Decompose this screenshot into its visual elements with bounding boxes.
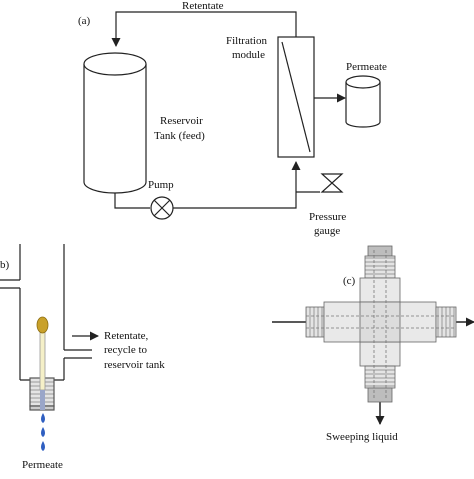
filtration-label-line2: module [232,49,265,61]
hollow-fiber [39,327,46,391]
fiber-tip [36,316,49,334]
reservoir-tank [83,52,147,194]
pump-label: Pump [148,179,174,191]
retentate-recycle-line2: recycle to [104,344,148,356]
permeate-tank [345,75,381,128]
reservoir-label-line1: Reservoir [160,115,203,127]
retentate-line [111,11,297,47]
panel-b-label: b) [0,259,10,271]
panel-a-labels: (a) Retentate Filtration module Permeate… [78,0,387,237]
panel-a [83,11,381,220]
pressure-gauge-symbol [320,173,344,193]
pressure-label-line1: Pressure [309,211,346,223]
retentate-recycle-line3: reservoir tank [104,359,165,371]
panel-a-label: (a) [78,15,91,27]
sweeping-liquid-label: Sweeping liquid [326,431,398,443]
retentate-outlet-port [64,349,92,359]
panel-b-labels: b) Retentate, recycle to reservoir tank … [0,259,165,471]
panel-c [272,245,474,425]
pump-outlet-line [173,161,301,209]
panel-c-labels: (c) Sweeping liquid [326,275,398,443]
housing [19,244,65,380]
permeate-droplets [41,413,45,451]
reservoir-label-line2: Tank (feed) [154,130,205,142]
permeate-label: Permeate [346,61,387,73]
permeate-b-label: Permeate [22,459,63,471]
pressure-label-line2: gauge [314,225,340,237]
pump-symbol [150,196,174,220]
permeate-tube [40,390,45,410]
retentate-recycle-line1: Retentate, [104,330,149,342]
inlet-port [0,279,20,289]
feed-line [114,193,150,209]
panel-c-label: (c) [343,275,356,287]
filtration-module [277,36,315,158]
filtration-label-line1: Filtration [226,35,267,47]
retentate-label: Retentate [182,0,224,12]
cross-fitting-body [359,301,401,343]
